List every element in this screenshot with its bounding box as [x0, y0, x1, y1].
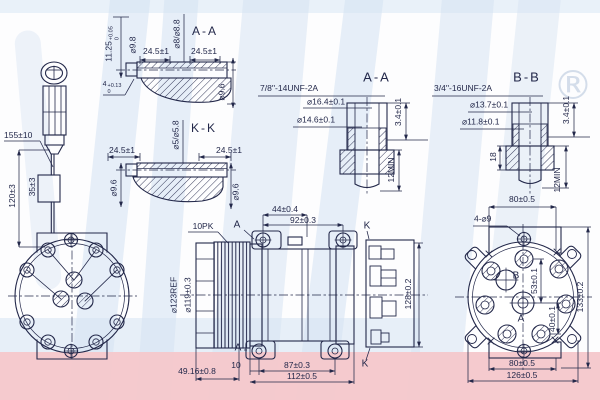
dim-connector-height: 120±3	[7, 184, 17, 208]
dim-shaft-left: 24.5±1	[143, 46, 169, 56]
dim-port-b-dia-inner: ⌀11.8±0.1	[462, 116, 500, 127]
mark-a-bottom: A	[234, 342, 242, 354]
dim-ear-span-44: 44±0.4	[272, 204, 298, 214]
mark-port-a: A	[517, 313, 525, 325]
dim-shaft-dia-mid: ⌀8/⌀8.8	[171, 19, 182, 49]
centerline-group	[8, 69, 592, 372]
thread-port-a: 7/8''-14UNF-2A	[260, 83, 319, 93]
dim-rear-width-top: 80±0.5	[509, 194, 535, 204]
dim-pulley-dia-ref: ⌀123REF	[168, 276, 179, 314]
dim-shaft-dia-end: ⌀9.6	[216, 83, 227, 101]
dim-kk-dia-left: ⌀9.6	[108, 179, 119, 197]
dim-ear-span-92: 92±0.3	[290, 215, 316, 225]
dim-offset-10: 10	[231, 360, 241, 370]
dim-port-a-dia-outer: ⌀16.4±0.1	[307, 96, 346, 107]
dim-shaft-right: 24.5±1	[191, 46, 217, 56]
thread-port-b: 3/4''-16UNF-2A	[434, 83, 493, 93]
dim-port-b-depth: 12MIN	[552, 167, 562, 193]
dim-pulley-offset: 49.16±0.8	[178, 366, 216, 376]
dim-rear-height: 133±0.2	[575, 281, 585, 313]
label-belt-type: 10PK	[192, 221, 214, 231]
dimension-group	[4, 14, 591, 384]
section-title-port-bb: B-B	[513, 69, 541, 85]
mark-k-top: K	[363, 220, 371, 232]
section-title-shaft-aa: A-A	[191, 24, 219, 38]
section-title-kk: K-K	[190, 121, 218, 135]
dim-rear-53: 53±0.1	[529, 268, 539, 294]
dim-shaft-dia-stub: ⌀9.8	[127, 36, 138, 54]
dim-length-112: 112±0.5	[286, 371, 318, 381]
outline-group	[14, 61, 582, 360]
dim-body-depth: 128±0.2	[403, 278, 413, 310]
dim-rear-holes: 4-⌀9	[474, 213, 492, 224]
dim-rear-40: 40±0.1	[547, 306, 557, 332]
dim-kk-dia-right: ⌀9.6	[230, 183, 241, 201]
dim-kk-left: 24.5±1	[109, 145, 135, 155]
mark-k-bottom: K	[361, 358, 369, 370]
dim-port-a-seat: 3.4±0.1	[393, 97, 403, 127]
dim-port-b-dia-outer: ⌀13.7±0.1	[470, 99, 509, 110]
dim-port-a-dia-inner: ⌀14.6±0.1	[297, 114, 336, 125]
section-title-port-aa: A-A	[363, 69, 391, 85]
mark-a-top: A	[233, 219, 241, 231]
dim-ear-span-87: 87±0.3	[284, 360, 310, 370]
dim-port-b-seat: 3.4±0.1	[561, 95, 571, 125]
dim-rear-width-bottom: 80±0.5	[509, 358, 535, 368]
dim-port-a-depth: 12MIN	[386, 157, 396, 183]
mark-port-b: B	[512, 270, 520, 282]
dim-connector-length: 155±10	[4, 130, 33, 140]
dim-kk-right: 24.5±1	[216, 145, 242, 155]
dim-port-b-across: 18	[488, 152, 498, 162]
dim-connector-block: 35±3	[27, 177, 37, 197]
dim-kk-dia-mid: ⌀5/⌀5.8	[170, 120, 181, 150]
dim-rear-width-total: 126±0.5	[506, 370, 538, 380]
dim-pulley-dia: ⌀119±0.3	[182, 277, 193, 313]
